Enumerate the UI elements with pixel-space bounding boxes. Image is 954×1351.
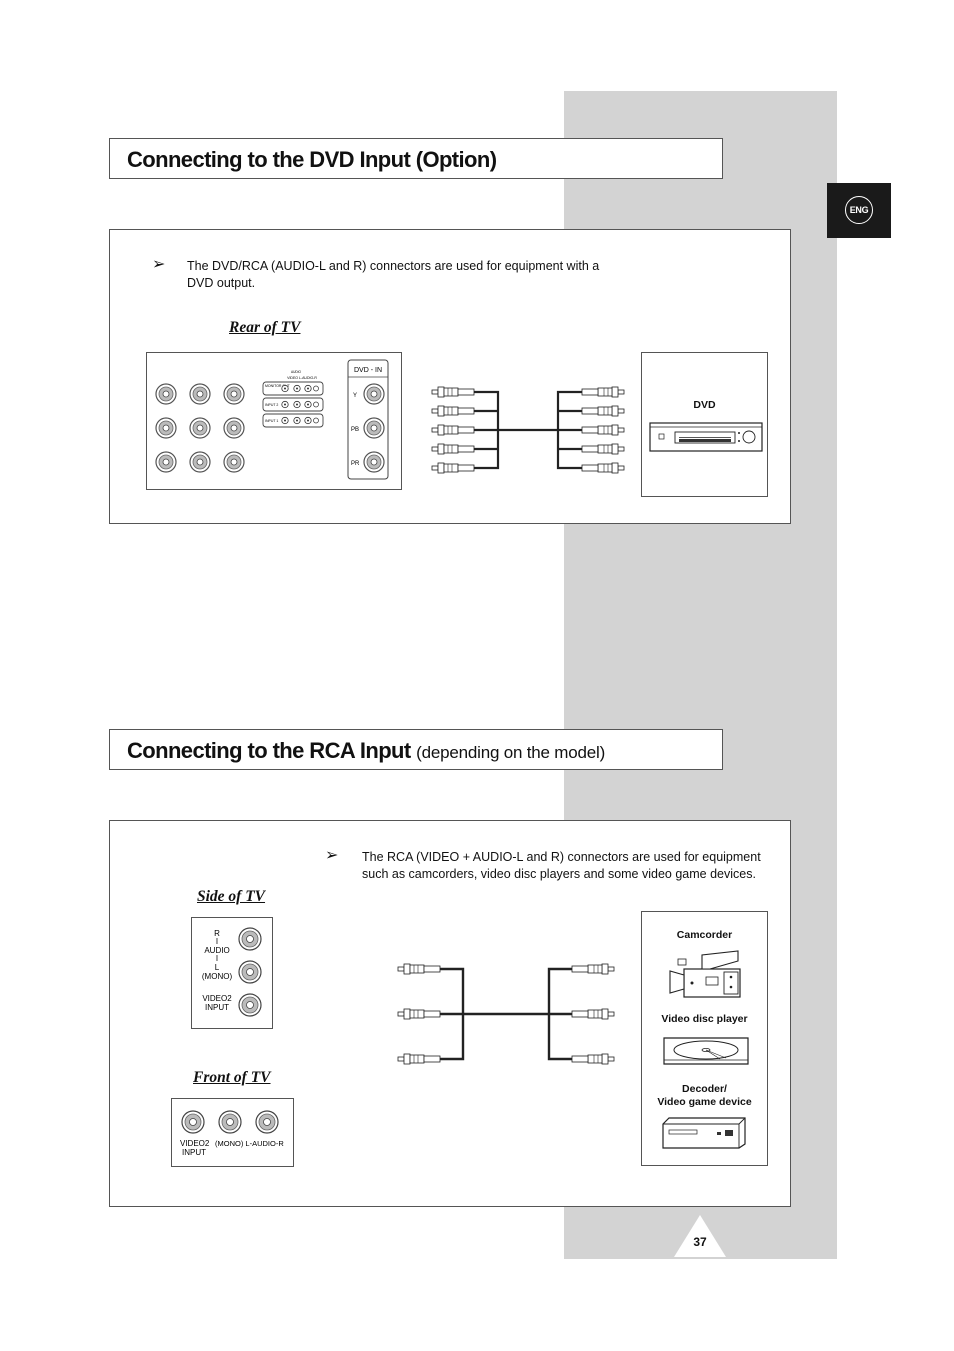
component-label-pr: PR bbox=[351, 461, 360, 467]
row-label-input-1: INPUT 1 bbox=[265, 419, 278, 423]
side-audio-line-3: I bbox=[216, 954, 218, 963]
input-row-input-2: INPUT 2 bbox=[262, 397, 324, 412]
cable-lines bbox=[440, 967, 572, 1061]
decoder-label: Decoder/ bbox=[682, 1083, 727, 1095]
side-audio-line-2: AUDIO bbox=[204, 946, 229, 955]
side-video-line-1: INPUT bbox=[205, 1003, 229, 1012]
rca-section-title: Connecting to the RCA Input (depending o… bbox=[127, 738, 605, 764]
page-number-triangle-icon bbox=[674, 1215, 726, 1257]
rca-devices-box: Camcorder Video disc player Decoder/ Vid… bbox=[641, 911, 768, 1166]
note-arrow-icon: ➢ bbox=[325, 847, 339, 864]
component-label-y: Y bbox=[353, 393, 357, 399]
left-plug-set bbox=[397, 963, 441, 1065]
page-number: 37 bbox=[693, 1235, 707, 1249]
decoder-icon bbox=[662, 1117, 746, 1149]
front-of-tv-label: Front of TV bbox=[193, 1069, 271, 1086]
language-badge: ENG bbox=[845, 196, 873, 224]
video-game-device-label: Video game device bbox=[657, 1096, 752, 1108]
dvd-in-panel: DVD - IN Y PB PR bbox=[347, 359, 389, 480]
page-number-marker: 37 bbox=[674, 1215, 726, 1257]
dvd-note-text: The DVD/RCA (AUDIO-L and R) connectors a… bbox=[187, 259, 600, 290]
rca-section-title-box: Connecting to the RCA Input (depending o… bbox=[109, 729, 723, 770]
rear-of-tv-diagram: AUDIO VIDEO L-AUDIO-R MONITOR OUT INPUT … bbox=[146, 352, 402, 490]
row-label-input-2: INPUT 2 bbox=[265, 403, 278, 407]
side-audio-line-5: (MONO) bbox=[202, 972, 233, 981]
row-label-monitor-out: MONITOR OUT bbox=[265, 384, 291, 388]
front-video-line-1: INPUT bbox=[182, 1148, 206, 1157]
side-audio-line-0: R bbox=[214, 929, 220, 938]
dvd-device-label: DVD bbox=[693, 399, 716, 411]
side-of-tv-label: Side of TV bbox=[197, 888, 266, 905]
right-plug-set bbox=[581, 386, 625, 474]
dvd-cable-diagram bbox=[431, 386, 625, 474]
rear-of-tv-label: Rear of TV bbox=[229, 319, 301, 336]
left-plug-set bbox=[431, 386, 475, 474]
note-arrow-icon: ➢ bbox=[152, 256, 166, 273]
side-video-line-0: VIDEO2 bbox=[202, 994, 232, 1003]
component-label-pb: PB bbox=[351, 427, 359, 433]
side-audio-line-4: L bbox=[215, 963, 220, 972]
input-row-input-1: INPUT 1 bbox=[262, 413, 324, 428]
dvd-section-title-box: Connecting to the DVD Input (Option) bbox=[109, 138, 723, 179]
audio-header: VIDEO L-AUDIO-R bbox=[287, 376, 317, 380]
rca-title-main: Connecting to the RCA Input bbox=[127, 738, 411, 763]
cable-lines bbox=[474, 390, 582, 470]
front-video-line-0: VIDEO2 bbox=[180, 1139, 210, 1148]
side-audio-line-1: I bbox=[216, 937, 218, 946]
dvd-player-icon bbox=[649, 422, 763, 452]
audio-header-top: AUDIO bbox=[291, 370, 302, 374]
rca-title-sub: (depending on the model) bbox=[416, 743, 606, 762]
right-plug-set bbox=[571, 963, 615, 1065]
input-row-monitor-out: MONITOR OUT bbox=[262, 381, 324, 396]
video-disc-player-label: Video disc player bbox=[661, 1013, 748, 1025]
side-of-tv-diagram: R I AUDIO I L (MONO) VIDEO2 INPUT bbox=[191, 917, 273, 1029]
language-tab: ENG bbox=[827, 183, 891, 238]
rca-cable-diagram bbox=[397, 963, 615, 1065]
dvd-in-label: DVD - IN bbox=[354, 367, 382, 374]
camcorder-icon bbox=[669, 950, 741, 998]
antenna-jack-grid bbox=[155, 383, 245, 473]
front-audio-text: (MONO) L-AUDIO-R bbox=[215, 1139, 284, 1148]
rca-note-text: The RCA (VIDEO + AUDIO-L and R) connecto… bbox=[362, 850, 761, 881]
dvd-section-title: Connecting to the DVD Input (Option) bbox=[127, 147, 497, 172]
front-of-tv-diagram: VIDEO2 INPUT (MONO) L-AUDIO-R bbox=[171, 1098, 294, 1167]
dvd-device-box: DVD bbox=[641, 352, 768, 497]
camcorder-label: Camcorder bbox=[676, 929, 733, 941]
video-disc-player-icon bbox=[663, 1037, 749, 1065]
